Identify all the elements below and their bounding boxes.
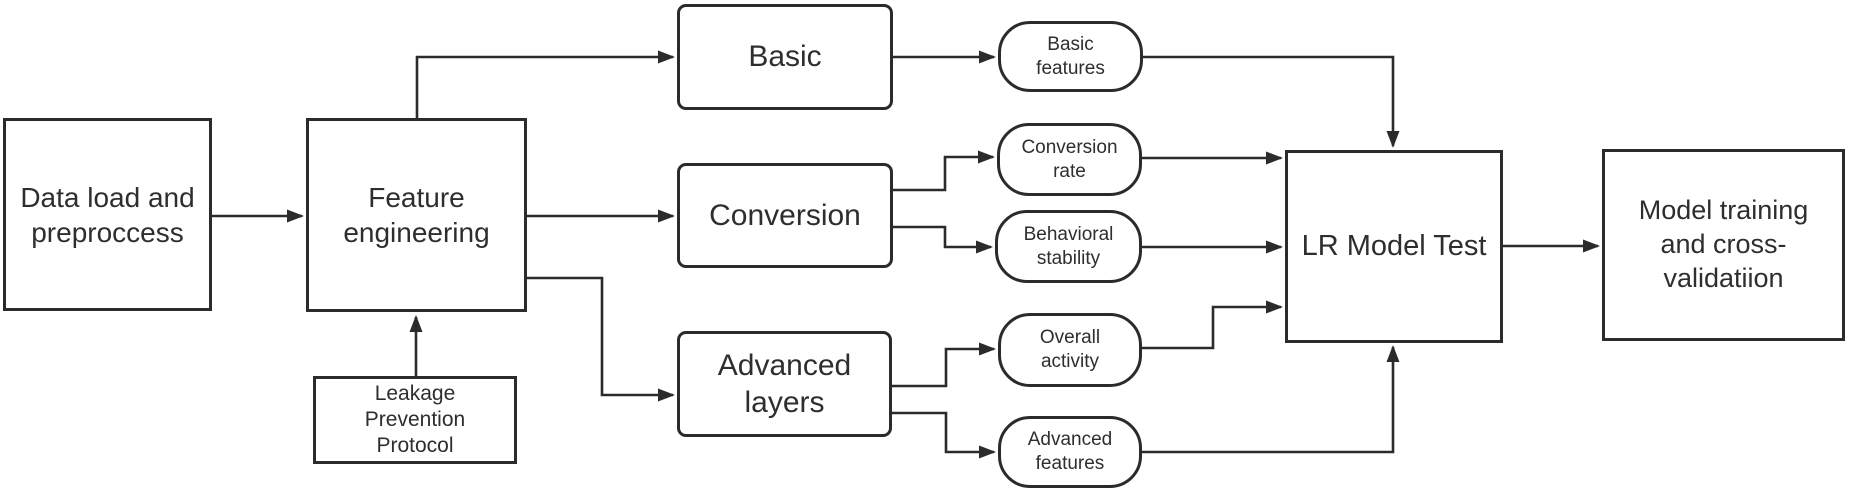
node-basic-label: Basic (748, 40, 822, 74)
node-conversion-label: Conversion (709, 198, 861, 232)
node-data-load: Data load and preproccess (3, 118, 212, 311)
node-basic-features-label: Basic features (1036, 33, 1105, 79)
node-feature-engineering-label: Feature engineering (343, 182, 490, 248)
node-advanced-layers: Advanced layers (677, 331, 892, 437)
node-leakage-prevention-protocol-label: Leakage Prevention Protocol (364, 381, 466, 458)
node-advanced-features: Advanced features (998, 416, 1142, 488)
edge-conversion-to-conversion-rate (893, 150, 995, 192)
edge-basic-features-to-lr-model-test (1143, 55, 1400, 148)
node-leakage-prevention-protocol: Leakage Prevention Protocol (313, 376, 517, 464)
edge-conversion-to-behavioral-stability (893, 225, 993, 254)
node-behavioral-stability-label: Behavioral stability (1023, 223, 1114, 269)
node-basic-features: Basic features (998, 21, 1143, 92)
edge-overall-activity-to-lr-model-test (1142, 300, 1283, 350)
node-advanced-features-label: Advanced features (1027, 429, 1113, 474)
edge-feature-engineering-to-basic (415, 50, 675, 118)
node-feature-engineering: Feature engineering (306, 118, 527, 312)
node-model-training: Model training and cross- validatiion (1602, 149, 1845, 341)
edge-feature-engineering-to-advanced-layers (526, 276, 675, 402)
node-overall-activity-label: Overall activity (1039, 327, 1101, 372)
node-basic: Basic (677, 4, 893, 110)
node-model-training-label: Model training and cross- validatiion (1638, 195, 1809, 293)
node-conversion: Conversion (677, 163, 893, 268)
node-lr-model-test: LR Model Test (1285, 150, 1503, 343)
node-conversion-rate-label: Conversion rate (1021, 136, 1118, 182)
node-overall-activity: Overall activity (998, 313, 1142, 387)
edge-advanced-layers-to-overall-activity (892, 342, 996, 388)
node-conversion-rate: Conversion rate (997, 123, 1142, 196)
edge-advanced-features-to-lr-model-test (1142, 345, 1400, 454)
node-data-load-label: Data load and preproccess (20, 181, 195, 248)
node-behavioral-stability: Behavioral stability (995, 210, 1142, 283)
node-lr-model-test-label: LR Model Test (1301, 230, 1487, 263)
node-advanced-layers-label: Advanced layers (717, 348, 852, 420)
edge-advanced-layers-to-advanced-features (892, 411, 996, 459)
